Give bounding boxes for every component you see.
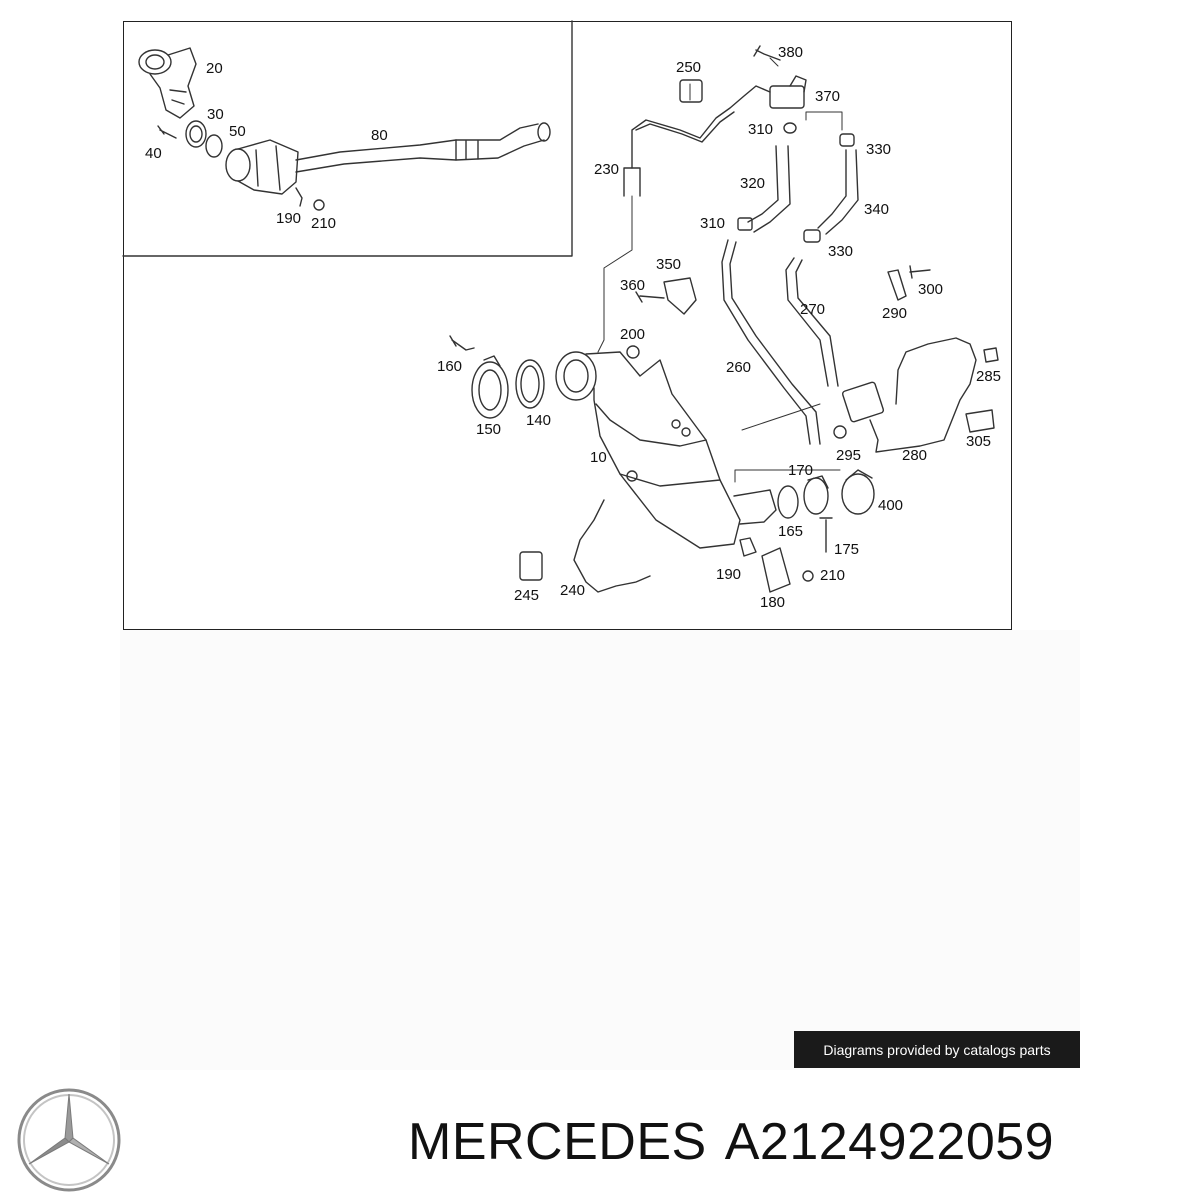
part-labels: 20 30 40 50 80 190 210 250 380 370 310 3… [145,44,1001,611]
label-165: 165 [778,523,803,540]
label-80: 80 [371,127,388,144]
part-210-nut [802,570,814,582]
part-260-pipe [721,239,821,445]
label-190-inset: 190 [276,210,301,227]
part-230-lambda-sensor [623,85,771,197]
label-180: 180 [760,594,785,611]
outlet-pipe [733,489,777,525]
label-310-mid: 310 [700,215,725,232]
page-background [120,630,1080,1070]
label-310-top: 310 [748,121,773,138]
label-50: 50 [229,123,246,140]
label-380: 380 [778,44,803,61]
part-190-clip [739,537,757,557]
label-210-inset: 210 [311,215,336,232]
part-210-nut-inset [313,199,325,211]
part-10-particulate-filter [555,351,741,549]
label-160: 160 [437,358,462,375]
part-20-turbo-outlet [138,47,197,119]
part-380-bolt [753,45,781,61]
part-290-bracket [887,269,907,301]
label-200: 200 [620,326,645,343]
label-300: 300 [918,281,943,298]
part-180-bracket [761,547,791,593]
part-165-seal [777,485,799,519]
part-200-nut [626,345,640,359]
part-30-gasket [185,120,207,148]
part-170-clamp [803,475,829,515]
brand-name: MERCEDES [408,1113,707,1171]
label-210: 210 [820,567,845,584]
label-245: 245 [514,587,539,604]
label-305: 305 [966,433,991,450]
part-340-hose [817,149,859,235]
label-190: 190 [716,566,741,583]
label-320: 320 [740,175,765,192]
part-320-hose [747,145,791,233]
brand-part-title: MERCEDES A2124922059 [408,1110,1054,1174]
label-350: 350 [656,256,681,273]
credit-badge: Diagrams provided by catalogs parts [794,1031,1080,1068]
diagram-frame [123,21,1012,630]
label-290: 290 [882,305,907,322]
part-50-catalytic-converter [225,139,299,195]
label-250: 250 [676,59,701,76]
label-40: 40 [145,145,162,162]
part-175-bolt [819,517,833,553]
part-number: A2124922059 [724,1113,1055,1171]
label-10: 10 [590,449,607,466]
part-270-pipe [785,257,839,387]
label-175: 175 [834,541,859,558]
exhaust-parts-diagram: 20 30 40 50 80 190 210 250 380 370 310 3… [122,20,1001,611]
label-170: 170 [788,462,813,479]
part-190-clip-inset [295,187,303,207]
label-295: 295 [836,447,861,464]
part-150-clamp [471,355,509,419]
part-310-clip-top [783,122,797,134]
label-140: 140 [526,412,551,429]
label-330-top: 330 [866,141,891,158]
label-20: 20 [206,60,223,77]
part-50-ring [205,134,223,158]
label-260: 260 [726,359,751,376]
part-360-bolt [635,291,665,303]
part-80-front-pipe [295,122,551,173]
part-250-connector [679,79,703,103]
leader-lines [597,57,843,483]
label-150: 150 [476,421,501,438]
label-360: 360 [620,277,645,294]
inset-frame [122,20,573,257]
part-350-bracket [663,277,697,315]
part-300-bolt [909,265,931,279]
label-330-mid: 330 [828,243,853,260]
part-140-gasket [515,359,545,409]
label-270: 270 [800,301,825,318]
part-285-clip [983,347,999,363]
label-280: 280 [902,447,927,464]
label-370: 370 [815,88,840,105]
label-400: 400 [878,497,903,514]
part-40-bolt [157,125,177,139]
label-285: 285 [976,368,1001,385]
part-370-pressure-sensor [769,75,807,109]
part-310-clip-mid [737,217,753,231]
part-160-bolt [449,335,475,351]
label-230: 230 [594,161,619,178]
part-400-clamp [841,469,875,515]
part-280-sensor-harness [869,337,977,453]
mercedes-star-icon [17,1088,121,1192]
label-30: 30 [207,106,224,123]
label-240: 240 [560,582,585,599]
part-245-holder [519,551,543,581]
part-240-temp-sensor [573,499,651,593]
part-305-bracket [965,409,995,433]
part-330-clamp-top [839,133,855,147]
label-340: 340 [864,201,889,218]
part-330-clamp-mid [803,229,821,243]
part-295-control-unit [833,381,885,439]
